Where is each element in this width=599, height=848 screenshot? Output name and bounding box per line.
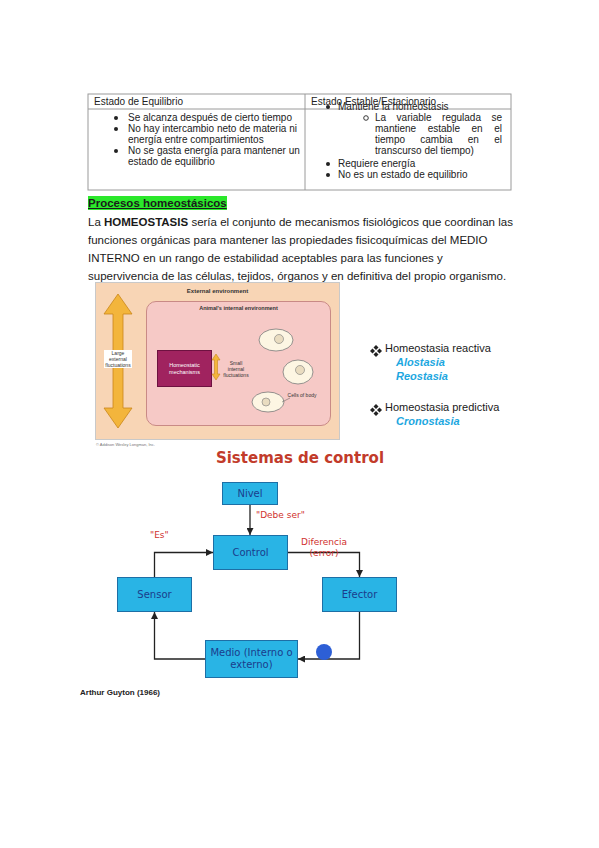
list-item: Homeostasia reactiva [385, 342, 545, 355]
section-heading: Procesos homeostásicos [88, 196, 227, 210]
flow-arrow [298, 612, 360, 659]
list-item: Homeostasia predictiva [385, 401, 555, 414]
illustration-label: Small internal fluctuations [221, 360, 251, 378]
sub-bullet [364, 116, 369, 121]
process-box: Nivel [222, 482, 278, 505]
flow-arrow [155, 612, 206, 659]
list-subitem: Cronostasia [396, 415, 516, 428]
list-subitem: Reostasia [396, 370, 516, 383]
paragraph: LaHOMEOSTASISsería el conjunto de mecani… [88, 212, 516, 284]
table-cell: No hay intercambio neto de materia ni en… [128, 123, 300, 145]
bullet [114, 116, 118, 120]
node-text: Sensor [137, 589, 171, 601]
mechanism-box: Homeostatic mechanisms [157, 350, 212, 387]
process-box: Sensor [117, 577, 192, 612]
copyright-note: © Addison Wesley Longman, Inc. [96, 442, 216, 447]
edge-label: Diferencia (error) [291, 537, 357, 559]
table-cell: Requiere energía [338, 158, 503, 169]
node-text: External environment [187, 288, 248, 294]
node-text: Animal's internal environment [199, 305, 278, 311]
table-cell: No es un estado de equilibrio [338, 169, 503, 180]
paragraph-keyword: HOMEOSTASIS [104, 216, 188, 228]
table-cell: No se gasta energía para mantener un est… [128, 145, 300, 167]
process-box: Medio (Interno o externo) [205, 640, 298, 678]
paragraph-text: La [88, 216, 101, 228]
node-text: Nivel [237, 488, 262, 500]
diamond-bullet [370, 404, 382, 416]
bullet [326, 162, 330, 166]
bullet [114, 127, 118, 131]
table-header: Estado de Equilibrio [94, 96, 299, 107]
edge-label: "Debe ser" [256, 510, 326, 521]
node-text: Homeostatic mechanisms [162, 362, 207, 376]
node-text: Control [232, 547, 268, 559]
diamond-bullet [370, 345, 382, 357]
table-cell: Mantiene la homeostasis [338, 101, 503, 112]
table-rule [305, 94, 306, 190]
list-subitem: Alostasia [396, 356, 516, 369]
source-note: Arthur Guyton (1966) [80, 688, 230, 697]
table-border [88, 94, 511, 190]
signal-dot [316, 644, 332, 660]
edge-label: "Es" [150, 530, 186, 541]
node-text: Efector [342, 589, 378, 601]
section-title: Sistemas de control [200, 449, 400, 467]
flow-arrow [155, 553, 214, 578]
flow-arrow [249, 505, 250, 535]
table-cell: Se alcanza después de cierto tiempo [128, 112, 300, 123]
node-text: Medio (Interno o externo) [209, 647, 294, 671]
illustration-label: Large external fluctuations [104, 350, 132, 368]
table-cell: La variable regulada se mantiene estable… [375, 112, 502, 156]
illustration-label: Cells of body [285, 392, 319, 398]
bullet [326, 173, 330, 177]
process-box: Efector [322, 577, 397, 612]
bullet [114, 149, 118, 153]
process-box: Control [213, 535, 288, 570]
